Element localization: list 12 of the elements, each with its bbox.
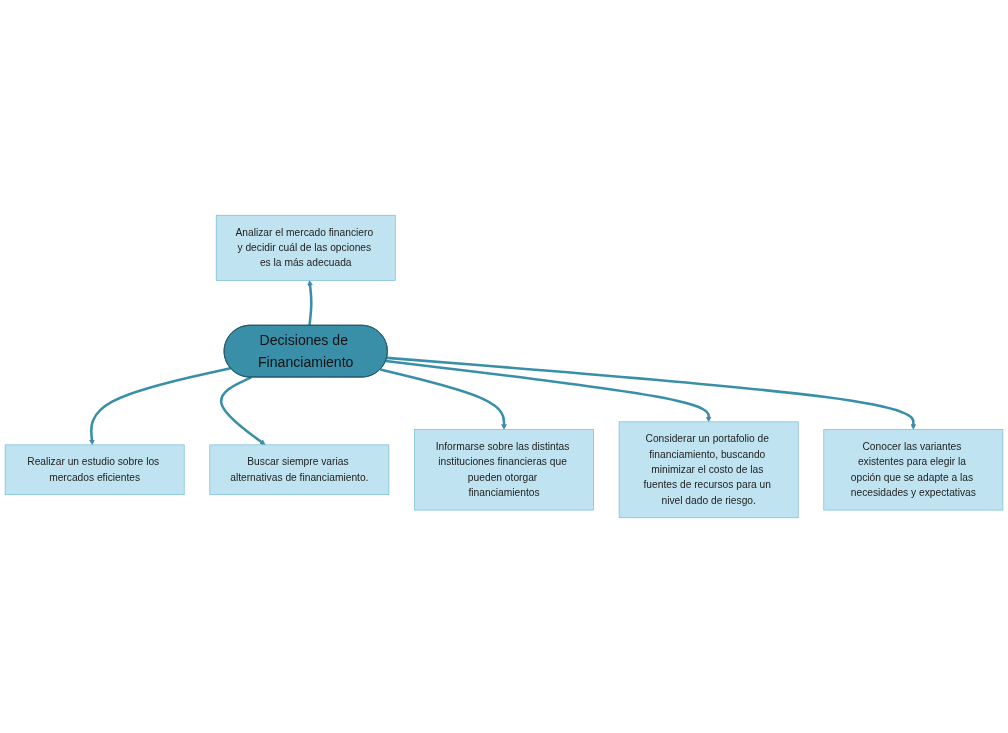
node-box: Conocer las variantes existentes para elegir la opción que se adapte a las necesidades y expectativas <box>823 429 1004 511</box>
node-box: Realizar un estudio sobre los mercados eficientes <box>4 444 185 496</box>
arrow <box>220 376 266 446</box>
arrow <box>386 356 917 430</box>
node-box: Buscar siempre varias alternativas de financiamiento. <box>209 444 390 496</box>
node-box: Analizar el mercado financiero y decidir cuál de las opciones es la más adecuada <box>215 214 396 281</box>
node-box: Considerar un portafolio de financiamiento, buscando minimizar el costo de las fuentes de recursos para un nivel dado de riesgo. <box>618 421 799 519</box>
arrow <box>307 280 313 326</box>
node-box: Informarse sobre las distintas instituciones financieras que pueden otorgar financiamientos <box>414 429 594 511</box>
arrow <box>380 368 507 430</box>
arrow <box>89 366 231 446</box>
arrow <box>385 359 712 423</box>
